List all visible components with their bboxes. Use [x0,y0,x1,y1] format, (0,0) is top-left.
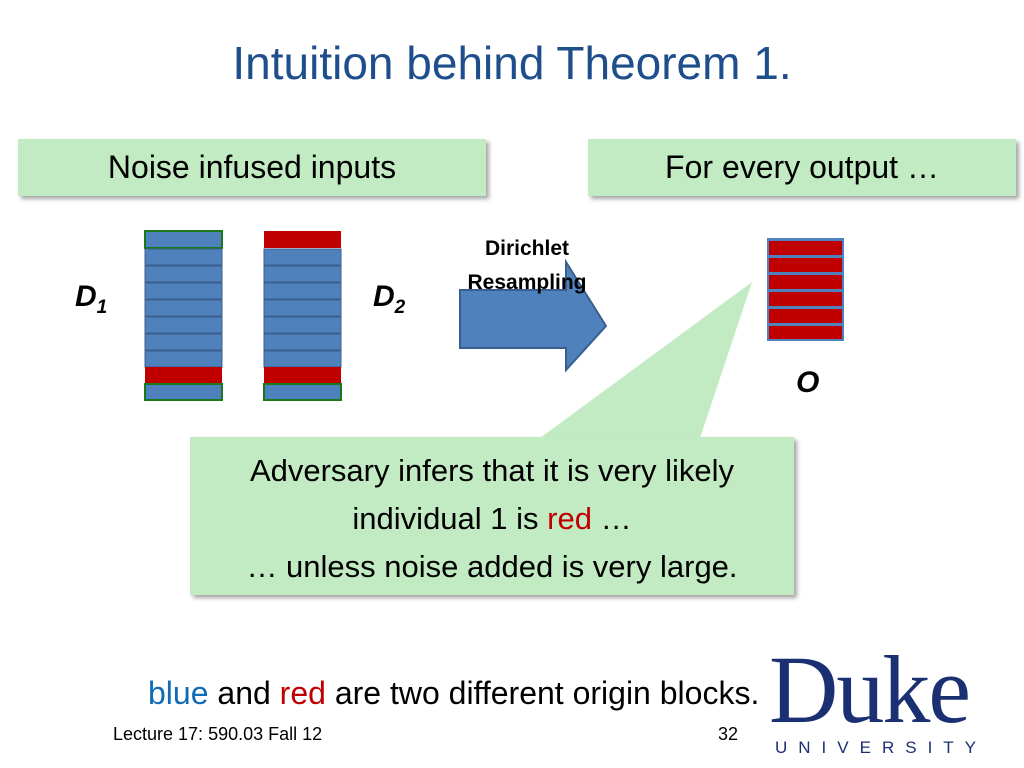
d2-row [263,316,342,334]
d1-row-green-outlined [144,230,223,249]
d2-row [263,350,342,368]
footer-lecture: Lecture 17: 590.03 Fall 12 [113,724,323,744]
callout-line3: … unless noise added is very large. [246,549,738,584]
arrow-label: Dirichlet Resampling [452,232,602,300]
output-row-red [769,292,842,306]
output-row-red [769,241,842,255]
slide-title: Intuition behind Theorem 1. [232,37,792,89]
every-output-box: For every output … [588,139,1016,196]
d2-row [263,282,342,300]
d2-row-green-outlined [263,383,342,401]
d1-row [144,333,223,351]
d1-row-green-outlined [144,383,223,401]
d1-row [144,282,223,300]
every-output-label: For every output … [665,149,939,185]
d1-row [144,350,223,368]
output-row-red [769,309,842,323]
d2-row [263,248,342,266]
page-number: 32 [718,724,739,744]
noise-inputs-label: Noise infused inputs [107,149,397,185]
arrow-label-line2: Resampling [467,271,587,294]
d1-label: D1 [75,280,108,318]
arrow-label-line1: Dirichlet [484,237,570,260]
d2-stack [263,231,342,401]
callout-line1: Adversary infers that it is very likely [249,453,735,488]
d2-row-red [264,231,341,248]
callout-box [190,437,794,595]
callout-pointer [540,282,752,438]
d1-row-red [145,367,222,383]
callout-line2: individual 1 is red … [352,501,632,536]
d1-row [144,316,223,334]
d1-row [144,248,223,266]
resampling-arrow-icon [459,258,608,373]
d1-row [144,265,223,283]
output-row-red [769,258,842,272]
noise-inputs-box: Noise infused inputs [18,139,486,196]
d2-row-red [264,367,341,383]
duke-logo-university: UNIVERSITY [775,738,988,757]
d2-row [263,299,342,317]
output-row-red [769,326,842,339]
output-stack [767,238,844,341]
callout-text: Adversary infers that it is very likely … [190,447,794,591]
output-label: O [796,366,820,399]
d1-row [144,299,223,317]
duke-logo: Duke [769,636,971,743]
d1-stack [144,230,223,401]
bottom-caption: blue and red are two different origin bl… [148,675,760,711]
d2-label: D2 [373,280,406,318]
d2-row [263,265,342,283]
output-row-red [769,275,842,289]
output-stack-bg [767,238,844,341]
d2-row [263,333,342,351]
